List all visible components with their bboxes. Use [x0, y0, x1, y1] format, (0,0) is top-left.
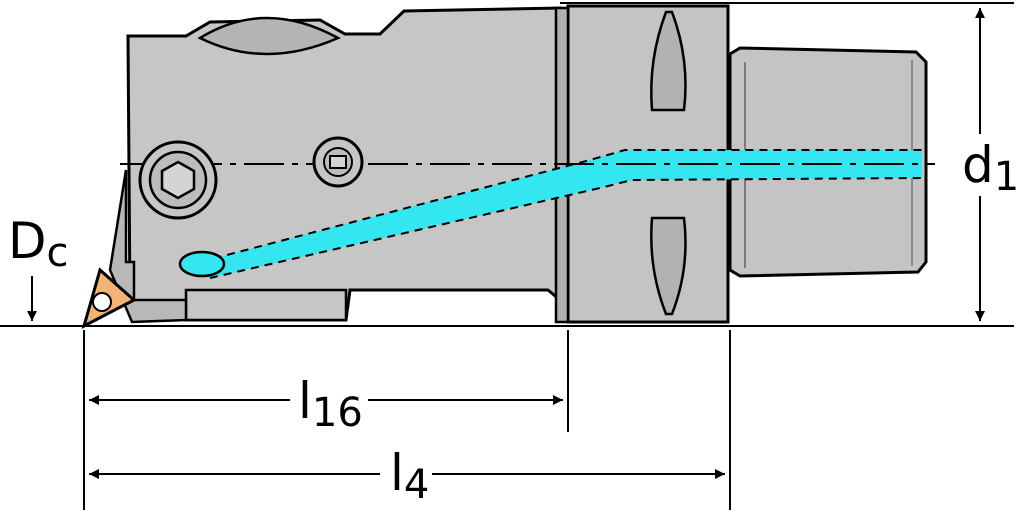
l16-label: l16: [298, 372, 363, 436]
d1-label: d1: [962, 136, 1019, 200]
coolant-fill: [200, 150, 922, 278]
small-screw-icon: [312, 136, 364, 188]
dimension-lines: [27, 7, 985, 479]
coolant-channel: [178, 149, 923, 279]
coolant-nozzle-icon: [178, 250, 226, 278]
coolant-edge-top: [199, 149, 922, 263]
triangular-insert-icon: [81, 267, 137, 329]
coolant-edge-bottom: [209, 177, 923, 279]
flange-slot-bottom: [650, 216, 687, 316]
l4-label: l4: [390, 444, 429, 508]
top-bulge: [197, 16, 341, 56]
hex-socket-screw-icon: [138, 140, 218, 220]
lower-step: [184, 288, 348, 322]
extension-lines: [0, 2, 1014, 510]
dc-label: Dc: [8, 212, 69, 276]
